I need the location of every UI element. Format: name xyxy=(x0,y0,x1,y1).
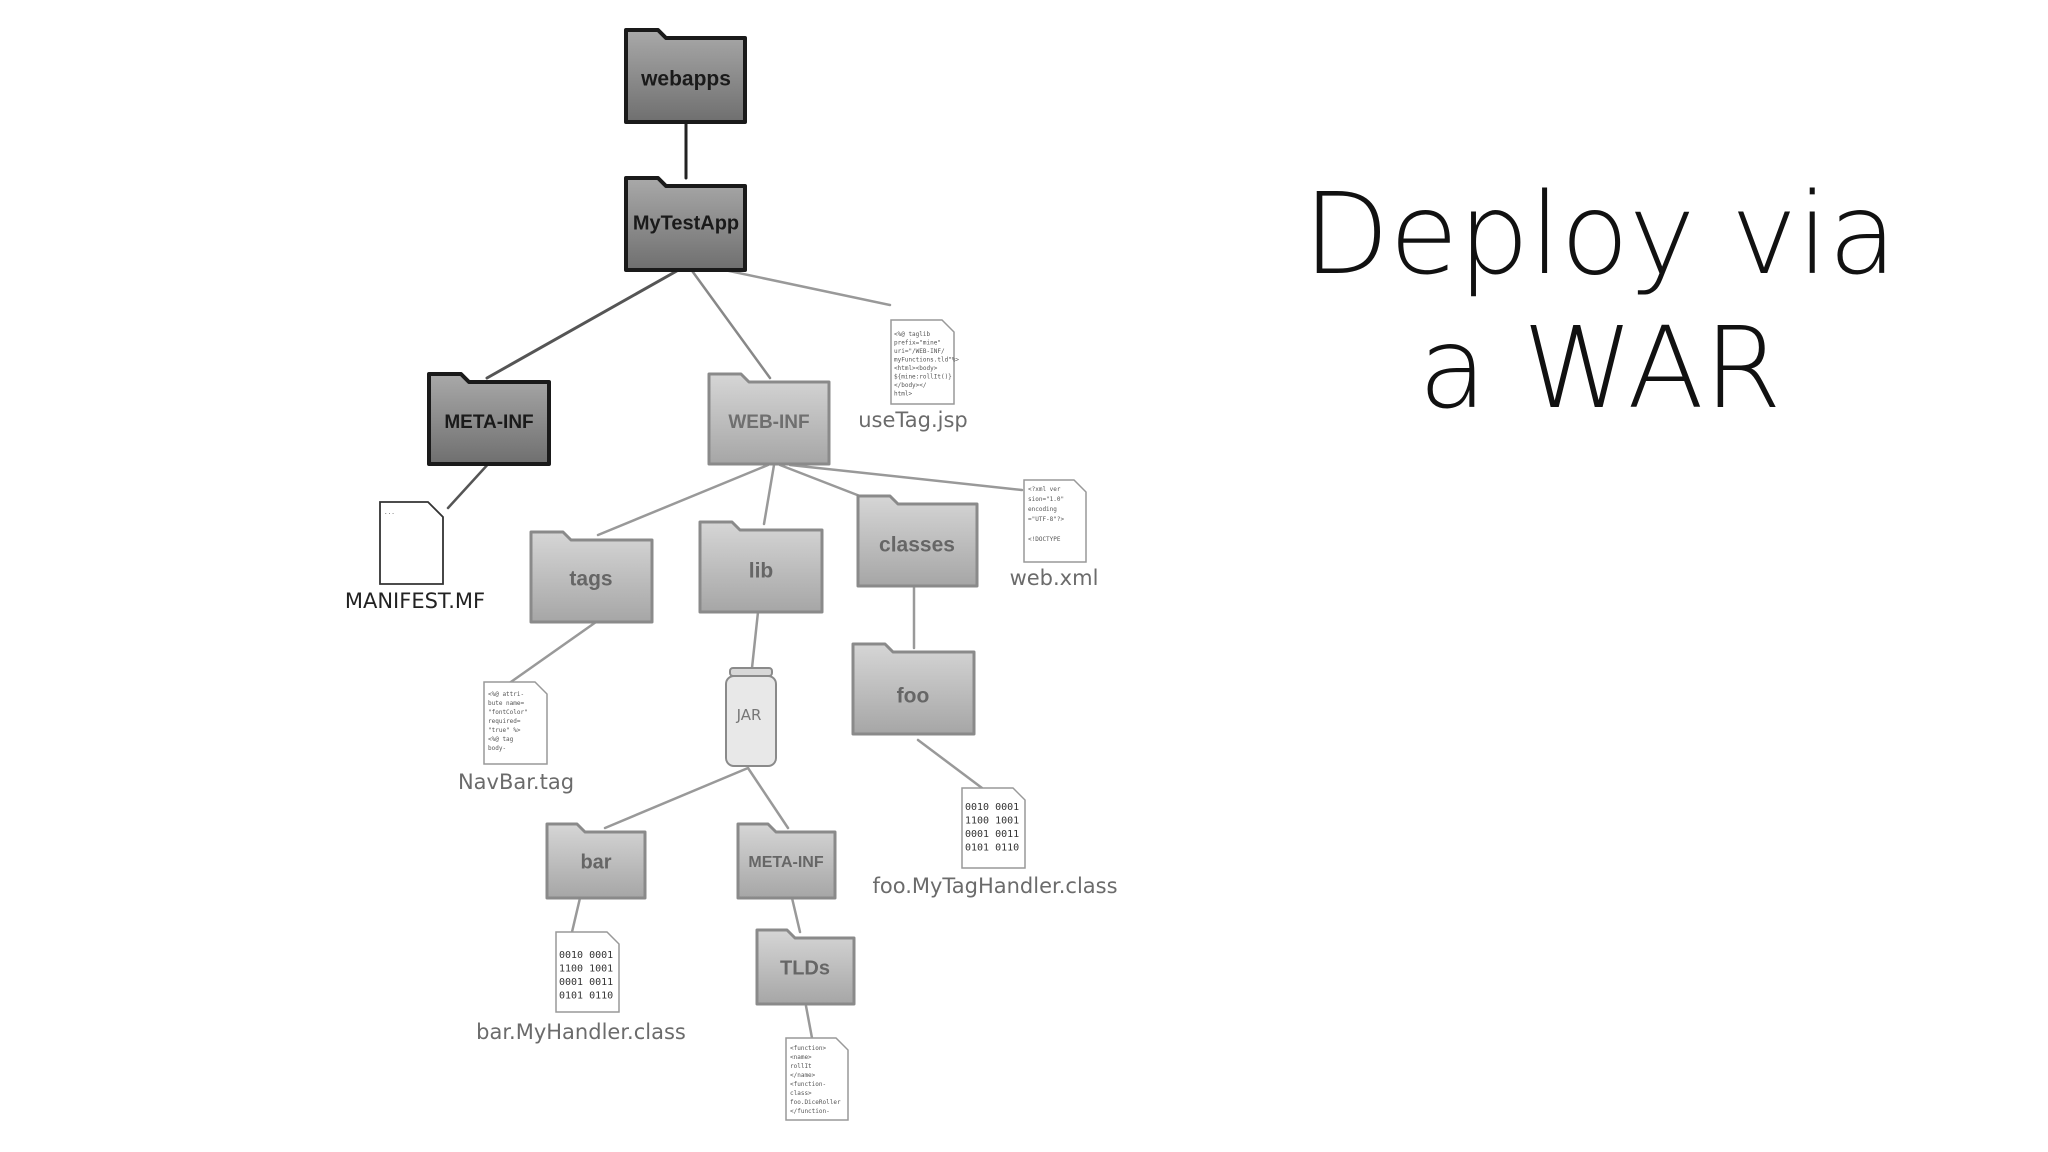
file-line: foo.DiceRoller xyxy=(790,1099,841,1106)
file-line: </name> xyxy=(790,1072,816,1079)
folder-label-classes: classes xyxy=(879,534,955,557)
file-label-bar-class: bar.MyHandler.class xyxy=(476,1020,686,1044)
folder-tags: tags xyxy=(529,530,654,624)
jar-icon: JAR xyxy=(725,667,777,767)
file-line: encoding xyxy=(1028,506,1057,513)
file-line: bute name= xyxy=(488,700,525,707)
file-label-manifest: MANIFEST.MF xyxy=(345,589,485,613)
file-line: html> xyxy=(894,391,912,398)
file-icon-navbar-tag: <%@ attri-bute name= "fontColor" required=… xyxy=(483,681,548,765)
file-line: 0010 0001 xyxy=(965,802,1019,813)
file-contents-navbar-tag: <%@ attri-bute name= "fontColor" required=… xyxy=(488,691,528,752)
file-icon-bar-class: 0010 0001 1100 1001 0001 0011 0101 0110 xyxy=(555,931,620,1013)
file-line: 0001 0011 xyxy=(559,977,613,988)
file-line: required= xyxy=(488,718,521,725)
folder-label-mytestapp: MyTestApp xyxy=(633,212,739,234)
file-line: rollIt xyxy=(790,1063,812,1070)
folder-label-lib: lib xyxy=(749,560,774,583)
folder-jar-meta-inf: META-INF xyxy=(736,822,837,900)
file-label-usetag-jsp: useTag.jsp xyxy=(858,408,968,432)
folder-lib: lib xyxy=(698,520,824,614)
folder-label-tags: tags xyxy=(569,568,612,591)
file-line: myFunctions.tld"%> xyxy=(894,357,959,364)
file-line: uri="/WEB-INF/ xyxy=(894,348,945,355)
folder-label-webapps: webapps xyxy=(640,68,731,91)
folder-mytestapp: MyTestApp xyxy=(624,176,747,272)
file-line: <function- xyxy=(790,1081,826,1088)
folder-classes: classes xyxy=(856,494,979,588)
file-contents-foo-class: 0010 0001 1100 1001 0001 0011 0101 0110 xyxy=(965,802,1019,854)
file-line: class> xyxy=(790,1090,812,1097)
file-line: ${mine:rollIt()} xyxy=(894,374,952,381)
tree-connectors xyxy=(446,118,1024,1040)
war-directory-diagram: webapps MyTestApp META-INF WEB-INF tags … xyxy=(345,28,1118,1121)
file-contents-manifest: ... xyxy=(384,509,395,516)
file-line: <!DOCTYPE xyxy=(1028,536,1061,543)
file-line: <%@ tag xyxy=(488,736,514,743)
file-line: <function> xyxy=(790,1045,827,1052)
file-line: sion="1.0" xyxy=(1028,496,1064,503)
file-contents-web-xml: <?xml ver sion="1.0" encoding ="UTF-8"?> <!D… xyxy=(1028,486,1065,543)
folder-tlds: TLDs xyxy=(755,928,856,1006)
file-icon-tld: <function> <name> rollIt </name> <function-c… xyxy=(785,1037,849,1121)
file-contents-usetag-jsp: <%@ taglib prefix="mine"uri="/WEB-INF/myF… xyxy=(894,331,959,398)
file-line: 0010 0001 xyxy=(559,950,613,961)
file-line: 0101 0110 xyxy=(559,991,613,1002)
folder-meta-inf: META-INF xyxy=(427,372,551,466)
file-line: "true" %> xyxy=(488,727,521,734)
file-label-navbar-tag: NavBar.tag xyxy=(458,770,574,794)
folder-bar: bar xyxy=(545,822,647,900)
file-contents-bar-class: 0010 0001 1100 1001 0001 0011 0101 0110 xyxy=(559,950,613,1002)
file-line: 1100 1001 xyxy=(559,964,613,975)
file-line: </body></ xyxy=(894,382,927,389)
file-line: <%@ attri- xyxy=(488,691,524,698)
folder-label-jar-meta-inf: META-INF xyxy=(748,854,823,871)
file-line: 0101 0110 xyxy=(965,843,1019,854)
file-icon-web-xml: <?xml ver sion="1.0" encoding ="UTF-8"?> <!D… xyxy=(1023,479,1087,563)
file-line: body- xyxy=(488,745,506,752)
jar-label: JAR xyxy=(736,706,762,724)
file-line: <%@ taglib xyxy=(894,331,931,338)
slide-title-line-2: a WAR xyxy=(1418,304,1782,434)
file-contents-tld: <function> <name> rollIt </name> <function-c… xyxy=(790,1045,841,1115)
file-line: 0001 0011 xyxy=(965,829,1019,840)
folder-webapps: webapps xyxy=(624,28,747,124)
folder-label-web-inf: WEB-INF xyxy=(728,412,809,433)
file-line: </function- xyxy=(790,1108,830,1115)
file-line: <name> xyxy=(790,1054,812,1061)
file-line: <?xml ver xyxy=(1028,486,1061,493)
file-line: "fontColor" xyxy=(488,709,528,716)
file-line: <html><body> xyxy=(894,365,938,372)
slide-title: Deploy via a WAR xyxy=(1240,168,1960,436)
folder-foo: foo xyxy=(851,642,976,736)
folder-web-inf: WEB-INF xyxy=(707,372,831,466)
file-icon-usetag-jsp: <%@ taglib prefix="mine"uri="/WEB-INF/myF… xyxy=(890,319,959,405)
file-icon-manifest: ... xyxy=(379,501,444,585)
slide-title-line-1: Deploy via xyxy=(1303,170,1897,300)
file-icon-foo-class: 0010 0001 1100 1001 0001 0011 0101 0110 xyxy=(961,787,1026,869)
folder-label-bar: bar xyxy=(580,851,611,873)
folder-label-tlds: TLDs xyxy=(780,957,830,979)
file-label-foo-class: foo.MyTagHandler.class xyxy=(872,874,1117,898)
folder-label-meta-inf: META-INF xyxy=(444,412,533,433)
file-line: prefix="mine" xyxy=(894,340,941,347)
folder-label-foo: foo xyxy=(897,685,930,708)
file-label-web-xml: web.xml xyxy=(1010,566,1099,590)
file-line: ="UTF-8"?> xyxy=(1028,516,1065,523)
file-line: 1100 1001 xyxy=(965,816,1019,827)
